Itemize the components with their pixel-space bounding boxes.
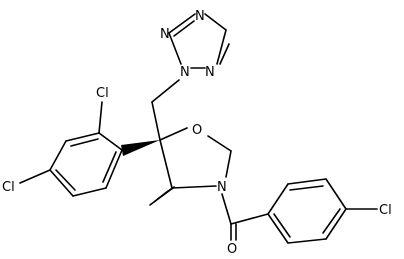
bond — [70, 138, 99, 147]
bond — [171, 185, 217, 189]
bond — [273, 213, 291, 238]
bond — [65, 132, 100, 142]
atom-n-triazole-top-right: N — [195, 9, 205, 24]
bond — [289, 185, 324, 191]
oxazolidine-ring — [159, 127, 232, 189]
triazole-ring — [168, 13, 230, 69]
bond — [225, 150, 232, 178]
bond-ch2-triazole — [151, 79, 180, 103]
bond — [98, 132, 123, 151]
bond — [72, 187, 107, 197]
bond — [159, 139, 173, 189]
chlorobenzoyl-ring — [267, 178, 378, 244]
bond — [287, 238, 327, 244]
bond-n-carbonyl — [221, 193, 232, 225]
bond — [55, 169, 76, 191]
bond — [168, 13, 196, 34]
hash — [149, 191, 168, 206]
bond — [49, 169, 74, 197]
atom-n-triazole-attach: N — [180, 65, 190, 80]
bond-to-cl-para — [19, 169, 51, 184]
bond-carbonyl-phenyl — [230, 213, 269, 225]
bond — [325, 178, 347, 210]
wedge-bond — [121, 140, 160, 156]
atom-o-ring: O — [192, 123, 202, 138]
bond — [105, 149, 123, 189]
bond — [173, 20, 195, 37]
bond-to-cl-ortho — [98, 101, 103, 134]
atom-o-carbonyl: O — [227, 242, 237, 257]
hashed-wedge-methyl — [149, 186, 175, 206]
bond — [102, 151, 117, 183]
atom-cl-benzoyl: Cl — [379, 203, 392, 218]
atom-n-triazole-right: N — [205, 65, 215, 80]
bond-ch2-c5 — [151, 101, 161, 141]
bond — [322, 208, 341, 234]
bond — [267, 183, 289, 215]
atom-cl-ortho: Cl — [96, 86, 109, 101]
bond — [159, 127, 188, 141]
atom-cl-para: Cl — [2, 180, 15, 195]
bond — [168, 32, 182, 65]
dichlorophenyl-ring — [19, 101, 123, 197]
bond — [216, 29, 227, 65]
atom-n-triazole-top: N — [160, 27, 170, 42]
bond — [219, 43, 230, 65]
atom-n-ring: N — [217, 180, 227, 195]
bond — [267, 213, 289, 244]
bond — [325, 208, 347, 240]
bond — [49, 140, 67, 171]
bond — [204, 13, 227, 31]
bond — [287, 178, 327, 185]
bond — [207, 135, 232, 152]
